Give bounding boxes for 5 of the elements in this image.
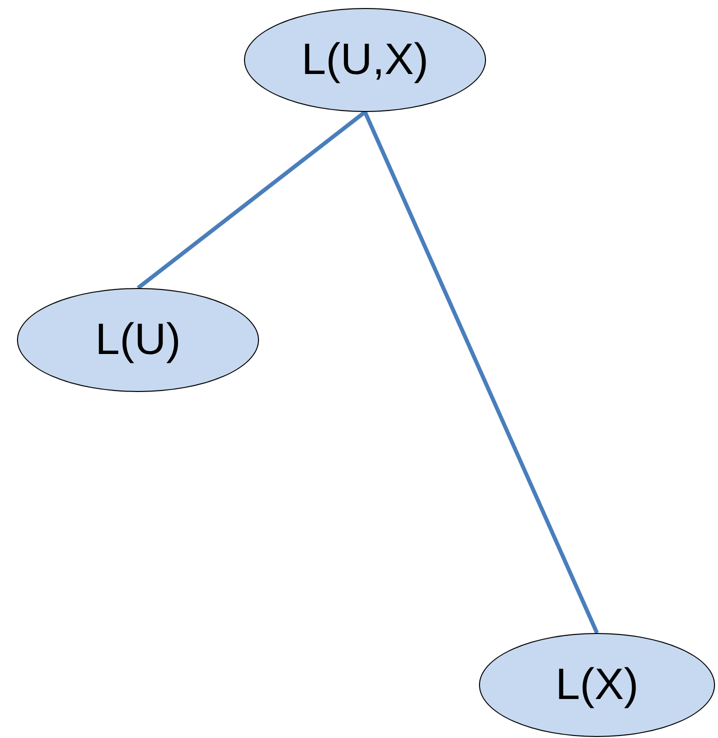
node-label: L(X)	[555, 660, 639, 710]
node-label: L(U)	[95, 315, 181, 365]
connector-line	[363, 111, 599, 634]
connector-line	[136, 110, 366, 290]
node-label: L(U,X)	[301, 35, 429, 85]
